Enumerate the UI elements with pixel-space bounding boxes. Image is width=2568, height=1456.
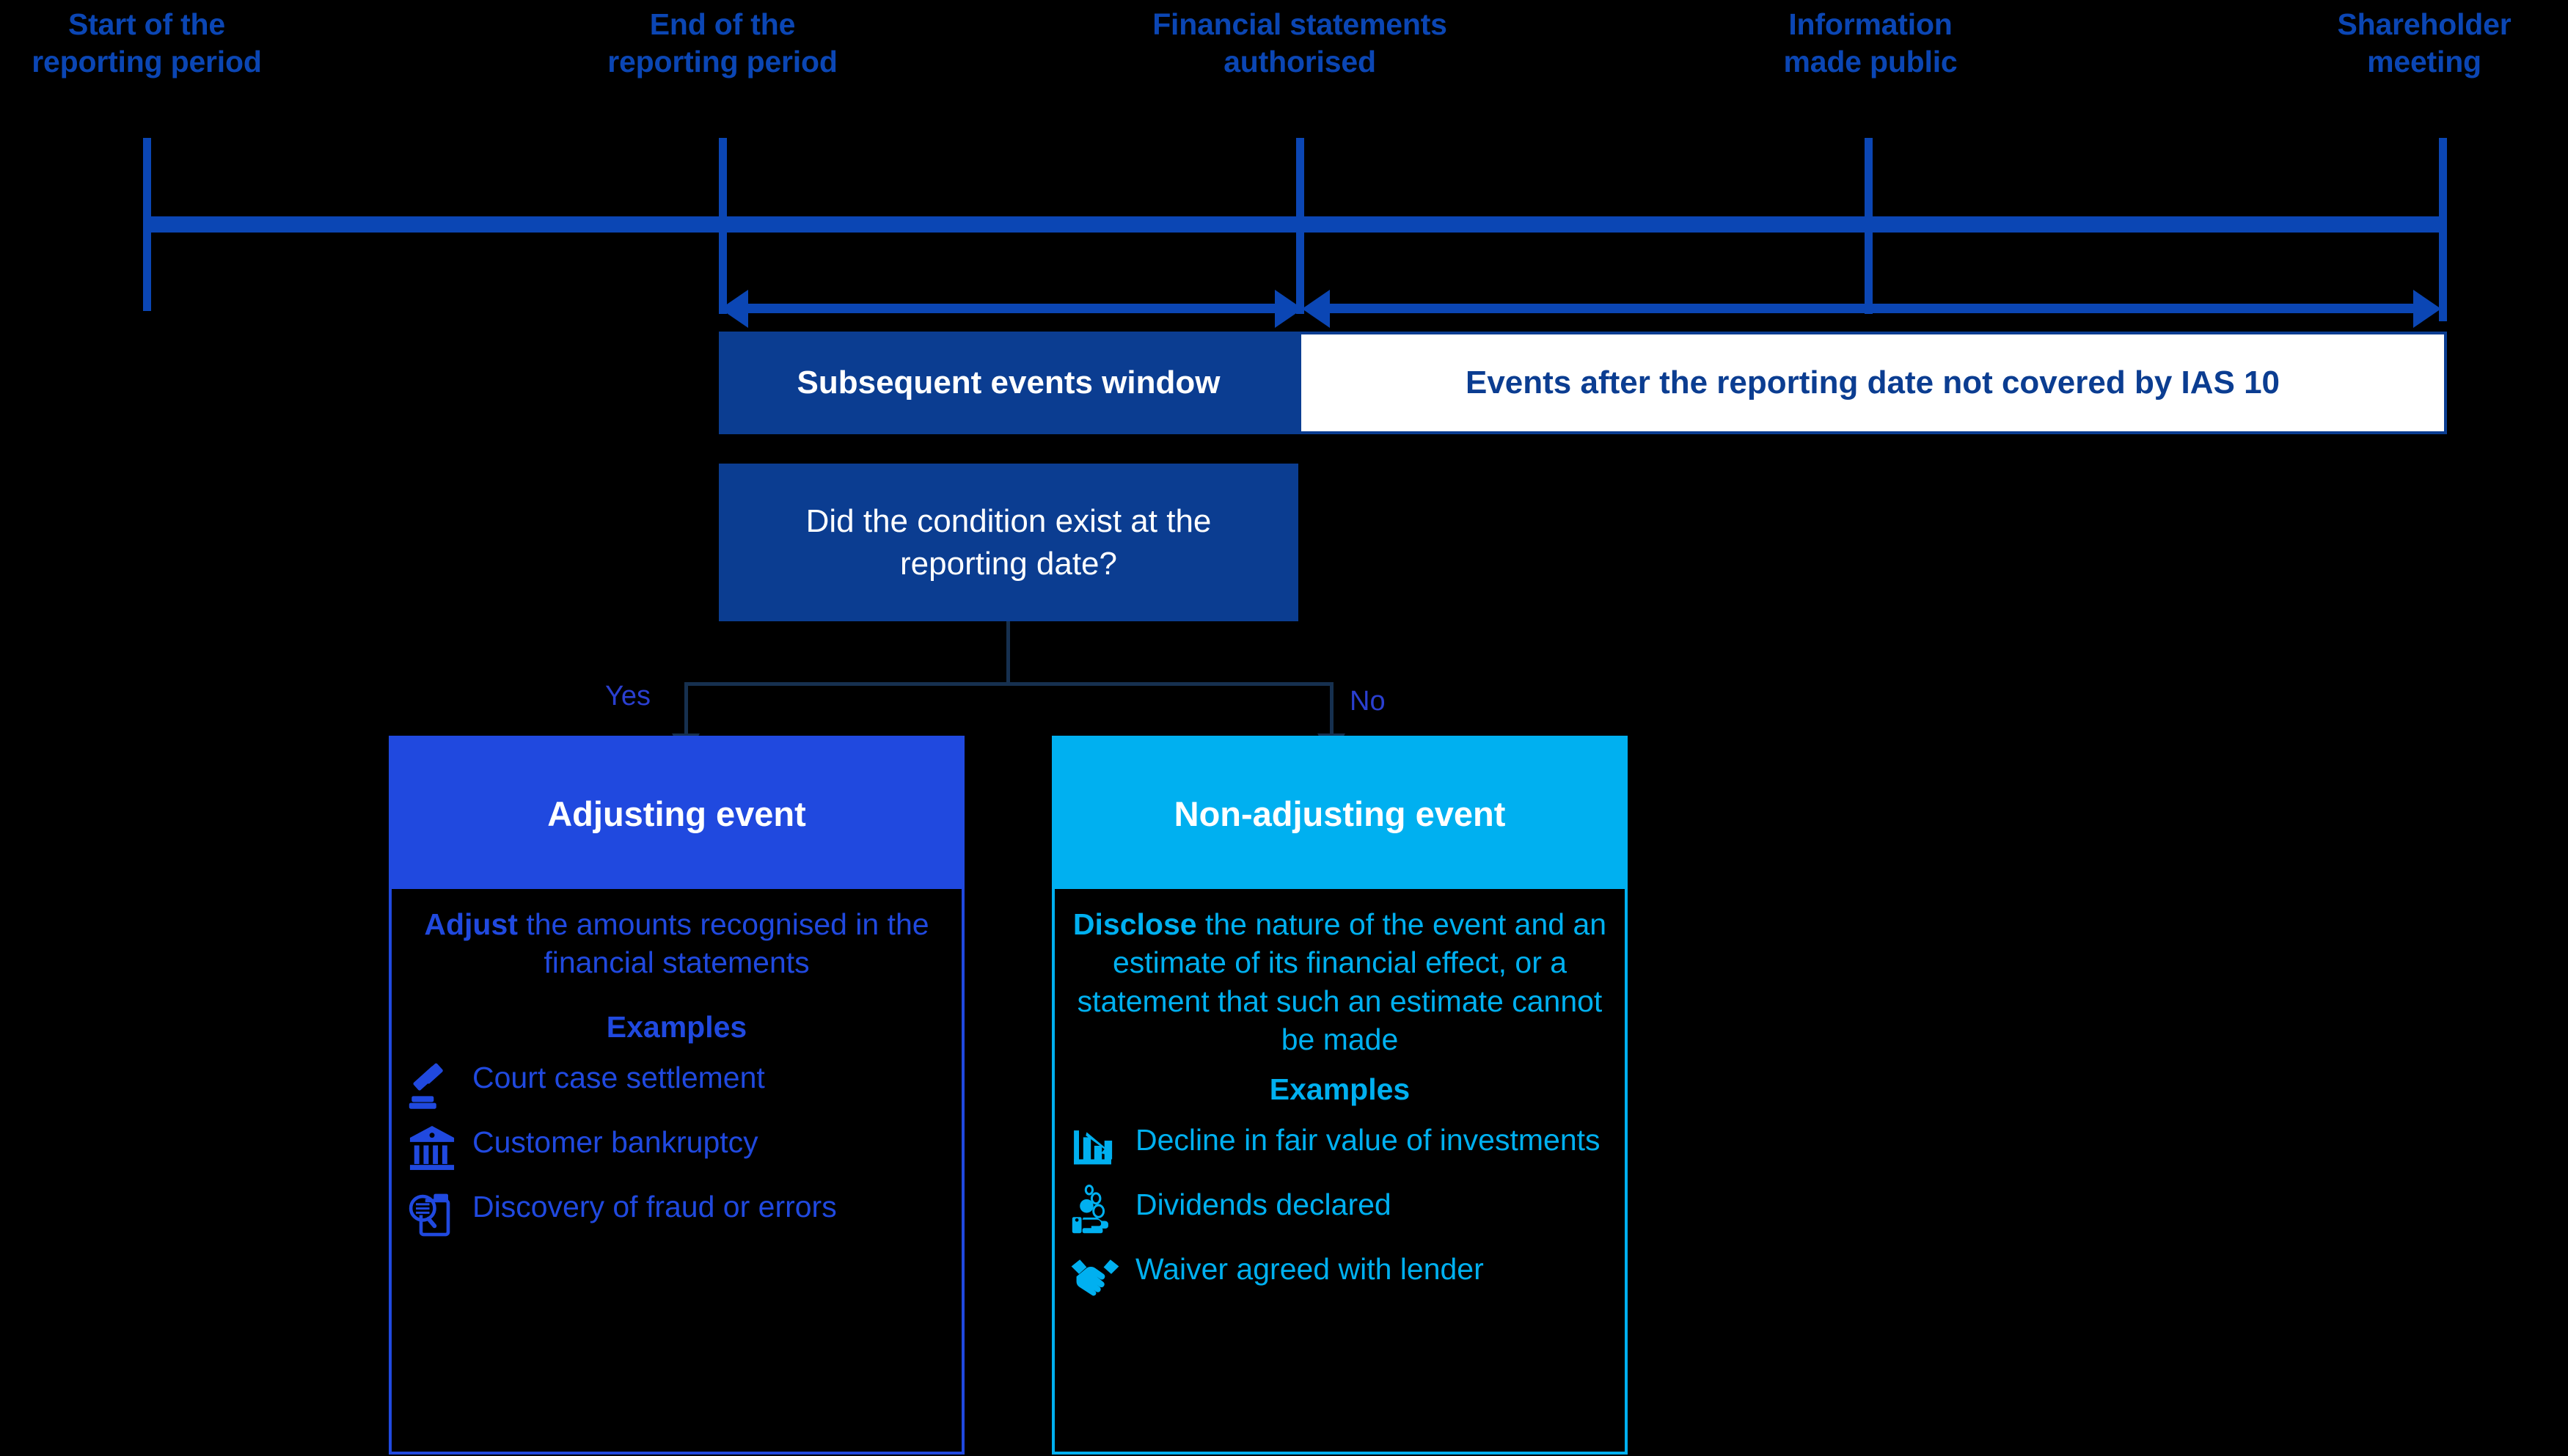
- gavel-icon: [405, 1056, 459, 1111]
- after-window-arrow-shaft: [1328, 304, 2413, 313]
- milestone-line1: Financial statements: [1152, 7, 1447, 41]
- list-item[interactable]: Dividends declared: [1068, 1183, 1612, 1237]
- list-item[interactable]: Customer bankruptcy: [405, 1121, 948, 1175]
- adjusting-event-title: Adjusting event: [392, 739, 962, 889]
- events-window-banner: Subsequent events window Events after th…: [719, 332, 2447, 434]
- list-item[interactable]: Waiver agreed with lender: [1068, 1248, 1612, 1302]
- branch-label-no: No: [1350, 686, 1386, 717]
- milestone-label-end-of-reporting-period: End of the reporting period: [561, 6, 884, 81]
- milestone-label-information-made-public: Information made public: [1709, 6, 2032, 81]
- after-window-arrow-left-head: [1302, 290, 1330, 328]
- decision-connector-no-drop: [1330, 682, 1334, 756]
- list-item[interactable]: Court case settlement: [405, 1056, 948, 1111]
- adjusting-event-box[interactable]: Adjusting event Adjust the amounts recog…: [389, 736, 965, 1455]
- milestone-label-financial-statements-authorised: Financial statements authorised: [1138, 6, 1461, 81]
- milestone-line2: authorised: [1223, 45, 1376, 79]
- decision-connector-crossbar: [684, 682, 1334, 686]
- decision-box: Did the condition exist at the reporting…: [719, 464, 1298, 621]
- milestone-line1: Shareholder: [2337, 7, 2512, 41]
- milestone-line2: made public: [1783, 45, 1958, 79]
- document-search-icon: [405, 1185, 459, 1240]
- example-label: Court case settlement: [472, 1060, 765, 1094]
- milestone-line2: reporting period: [32, 45, 262, 79]
- subsequent-window-arrow-shaft: [747, 304, 1294, 313]
- example-label: Discovery of fraud or errors: [472, 1189, 837, 1223]
- decision-connector-stem: [1006, 621, 1010, 684]
- bank-icon: [405, 1121, 459, 1175]
- non-adjusting-event-statement-bold: Disclose: [1072, 907, 1197, 941]
- hand-coins-icon: [1068, 1183, 1122, 1237]
- milestone-label-shareholder-meeting: Shareholder meeting: [2267, 6, 2568, 81]
- milestone-line1: Start of the: [68, 7, 225, 41]
- list-item[interactable]: Discovery of fraud or errors: [405, 1185, 948, 1240]
- declining-bar-chart-icon: [1068, 1119, 1122, 1173]
- adjusting-event-statement-rest: the amounts recognised in the financial …: [517, 907, 929, 980]
- example-label: Customer bankruptcy: [472, 1124, 758, 1159]
- non-adjusting-examples-title: Examples: [1269, 1072, 1411, 1106]
- milestone-label-start-of-reporting-period: Start of the reporting period: [0, 6, 308, 81]
- subsequent-window-arrow-left-head: [720, 290, 748, 328]
- events-not-covered-label: Events after the reporting date not cove…: [1298, 332, 2447, 434]
- after-window-arrow-right-head: [2413, 290, 2441, 328]
- non-adjusting-event-box[interactable]: Non-adjusting event Disclose the nature …: [1052, 736, 1628, 1455]
- adjusting-examples-list: Court case settlement: [405, 1056, 948, 1240]
- milestone-line1: End of the: [649, 7, 796, 41]
- branch-label-yes: Yes: [605, 681, 651, 711]
- milestone-line2: reporting period: [607, 45, 838, 79]
- non-adjusting-event-statement: Disclose the nature of the event and an …: [1068, 905, 1612, 1059]
- milestone-line1: Information: [1788, 7, 1953, 41]
- subsequent-events-window-label: Subsequent events window: [719, 332, 1298, 434]
- example-label: Decline in fair value of investments: [1135, 1122, 1601, 1157]
- milestone-line2: meeting: [2367, 45, 2481, 79]
- non-adjusting-event-title: Non-adjusting event: [1055, 739, 1625, 889]
- handshake-icon: [1068, 1248, 1122, 1302]
- example-label: Dividends declared: [1135, 1187, 1391, 1221]
- adjusting-examples-title: Examples: [606, 1009, 747, 1044]
- non-adjusting-event-statement-rest: the nature of the event and an estimate …: [1077, 907, 1607, 1057]
- subsequent-window-arrow-right-head: [1275, 290, 1303, 328]
- decision-connector-yes-drop: [684, 682, 688, 756]
- example-label: Waiver agreed with lender: [1135, 1251, 1484, 1286]
- list-item[interactable]: Decline in fair value of investments: [1068, 1119, 1612, 1173]
- adjusting-event-statement-bold: Adjust: [424, 907, 518, 941]
- non-adjusting-examples-list: Decline in fair value of investments: [1068, 1119, 1612, 1302]
- adjusting-event-statement: Adjust the amounts recognised in the fin…: [405, 905, 948, 982]
- timeline-axis: [143, 216, 2447, 233]
